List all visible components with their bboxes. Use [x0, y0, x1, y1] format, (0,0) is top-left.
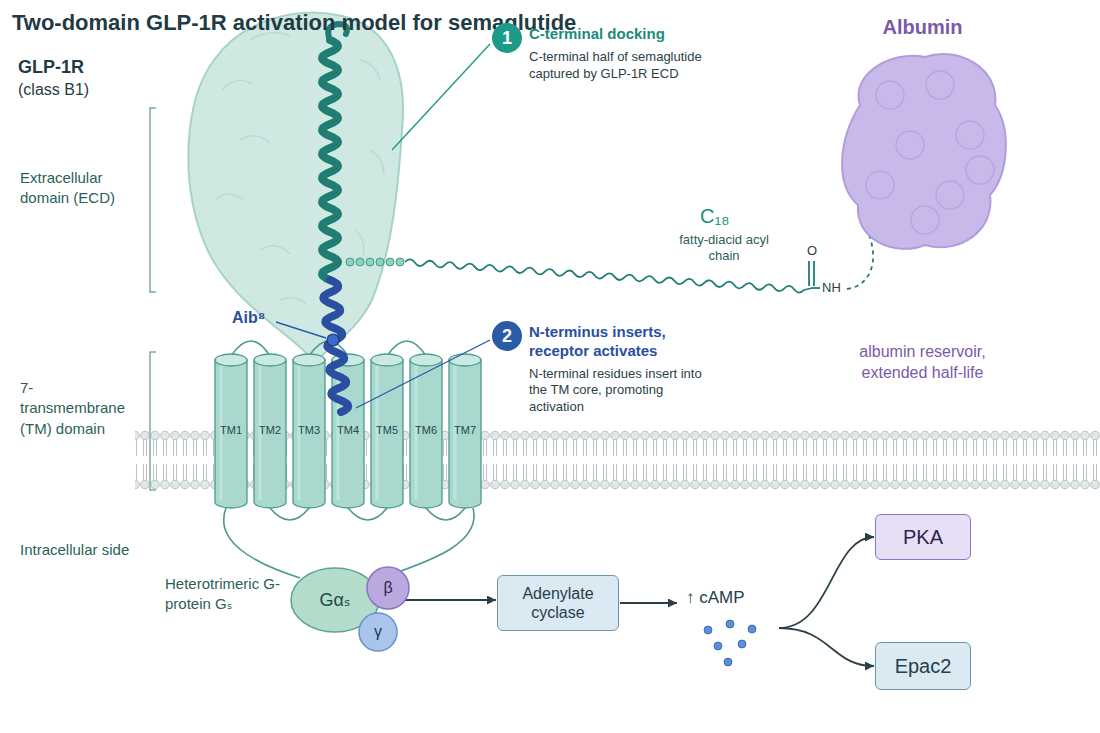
annotation-label: Heterotrimeric G-protein Gₛ [165, 574, 285, 615]
albumin-blob [830, 45, 1015, 260]
tm-label: TM3 [298, 424, 320, 436]
subunit-outline [359, 613, 397, 651]
arrow-connector [779, 628, 874, 666]
arrow-connector [620, 602, 677, 604]
second-messenger: ↑ cAMP [678, 582, 778, 674]
annotation-label: C₁₈ [700, 204, 729, 229]
camp-molecule [714, 642, 722, 650]
tm-helix: TM4 [332, 417, 364, 443]
callout-body: N-terminal residues insert into the TM c… [529, 366, 714, 417]
albumin-texture [896, 131, 924, 159]
tm-label: TM7 [454, 424, 476, 436]
acyl-chain [405, 232, 873, 293]
albumin-protein: Albumin albumin reservoir, extended half-… [830, 15, 1015, 384]
diagram-title: Two-domain GLP-1R activation model for s… [12, 10, 576, 36]
albumin-texture [866, 171, 894, 199]
tm-label: TM5 [376, 424, 398, 436]
albumin-surface [842, 54, 1006, 249]
subunit-label: γ [374, 623, 382, 641]
albumin-texture [911, 206, 939, 234]
callout-circle-fill [492, 23, 522, 53]
callout: 1C-terminal dockingC-terminal half of se… [491, 22, 759, 83]
callout-text: C-terminal dockingC-terminal half of sem… [529, 22, 759, 83]
annotation-label: fatty-diacid acyl chain [676, 232, 772, 265]
annotation-label: (class B1) [18, 80, 89, 100]
process-box: Adenylate cyclase [497, 575, 619, 631]
albumin-texture [966, 156, 994, 184]
camp-molecule [724, 658, 732, 666]
tm-helix: TM7 [449, 417, 481, 443]
leader-line [276, 44, 490, 408]
annotation-label: NH [822, 280, 841, 296]
annotation-label: 7-transmembrane (TM) domain [20, 378, 132, 439]
camp-molecule [748, 625, 756, 633]
tm-label: TM2 [259, 424, 281, 436]
albumin-texture [936, 181, 964, 209]
linker-beads [346, 258, 404, 266]
annotation-label: Aib⁸ [232, 308, 265, 328]
ecd-surface [188, 13, 403, 362]
g-protein-subunit: γ [358, 612, 398, 652]
annotation-label: Intracellular side [20, 540, 130, 560]
albumin-texture [956, 121, 984, 149]
tm-label: TM6 [415, 424, 437, 436]
tm-label: TM1 [220, 424, 242, 436]
box-label: PKA [903, 525, 943, 549]
callout-number: 2 [491, 320, 523, 352]
tm-helix: TM2 [254, 417, 286, 443]
callout-text: N-terminus inserts, receptor activatesN-… [529, 320, 714, 416]
camp-molecule [704, 626, 712, 634]
annotation-label: O [807, 243, 817, 259]
messenger-label: ↑ cAMP [678, 582, 778, 608]
box-label: Adenylate cyclase [506, 584, 610, 622]
box-label: Epac2 [895, 654, 952, 678]
tm-helix: TM5 [371, 417, 403, 443]
callout-heading: N-terminus inserts, receptor activates [529, 323, 709, 361]
peptide-helix [322, 24, 348, 412]
callout-circle: 2 [491, 320, 523, 352]
tm-label: TM4 [337, 424, 359, 436]
tm-helices [215, 341, 481, 578]
annotation-label: Extracellular domain (ECD) [20, 168, 138, 209]
tm-helix: TM6 [410, 417, 442, 443]
callout: 2N-terminus inserts, receptor activatesN… [491, 320, 714, 416]
arrow-connector [779, 537, 874, 628]
process-box: Epac2 [875, 642, 971, 690]
g-protein-subunit: β [366, 566, 410, 610]
process-box: PKA [875, 514, 971, 560]
callout-heading: C-terminal docking [529, 25, 759, 44]
callout-circle: 1 [491, 22, 523, 54]
albumin-heading: Albumin [883, 15, 963, 39]
callout-circle-fill [492, 321, 522, 351]
subunit-outline [367, 567, 409, 609]
albumin-texture [876, 81, 904, 109]
tm-helix: TM1 [215, 417, 247, 443]
tm-helix: TM3 [293, 417, 325, 443]
callout-number: 1 [491, 22, 523, 54]
albumin-note: albumin reservoir, extended half-life [835, 342, 1010, 384]
subunit-label: Gαₛ [319, 589, 350, 611]
albumin-texture [926, 71, 954, 99]
subunit-label: β [383, 579, 392, 597]
annotation-label: GLP-1R [18, 56, 84, 79]
camp-molecule [738, 640, 746, 648]
camp-molecule [726, 620, 734, 628]
callout-body: C-terminal half of semaglutide captured … [529, 49, 744, 83]
